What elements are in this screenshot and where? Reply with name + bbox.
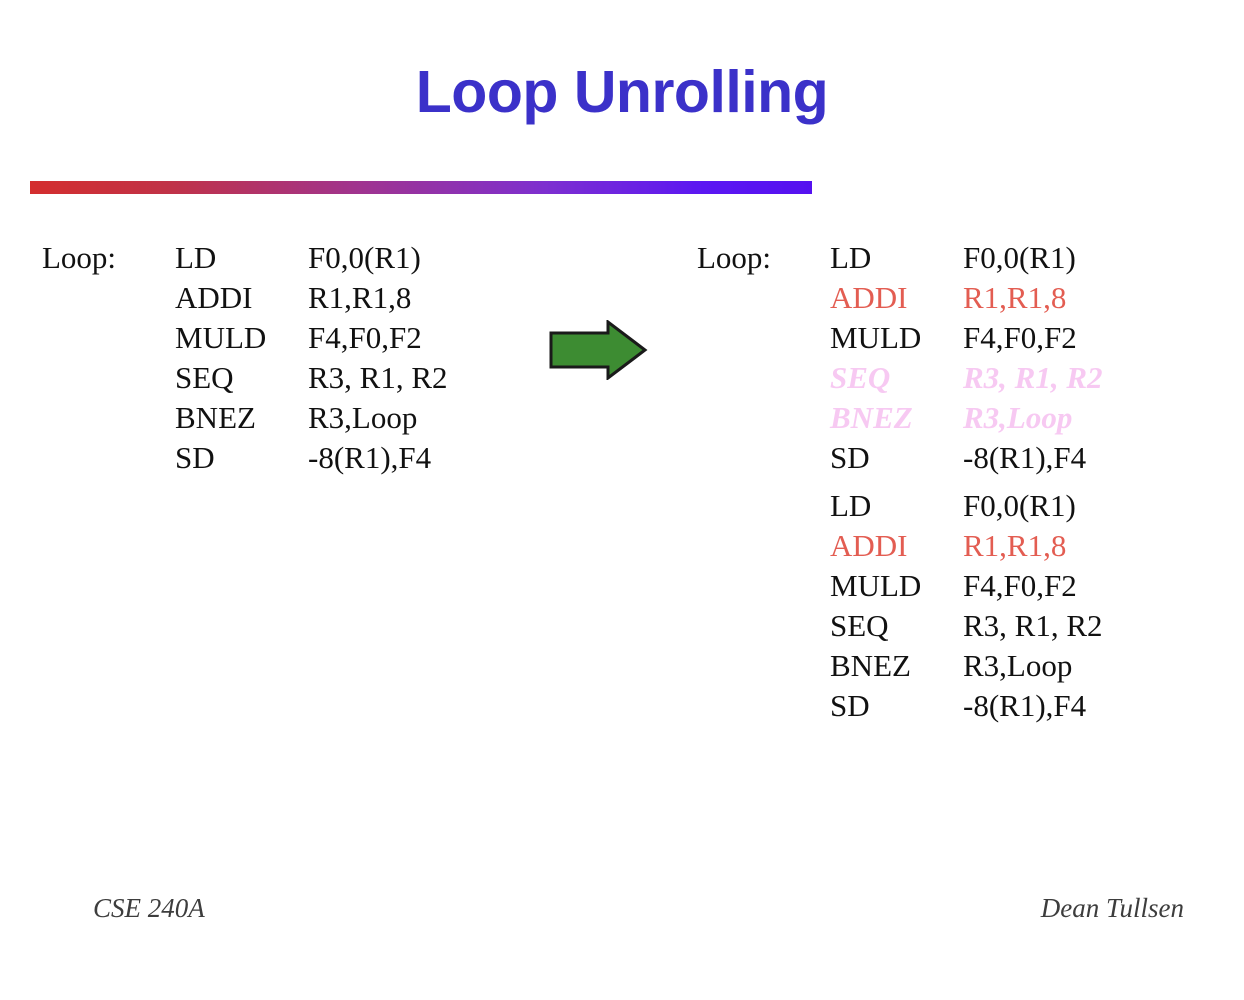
code-line: Loop: LD F0,0(R1): [42, 238, 448, 278]
code-line-operands: R1,R1,8: [308, 280, 412, 315]
code-line-operands: -8(R1),F4: [963, 440, 1087, 475]
code-line: ADDI R1,R1,8: [697, 526, 1103, 566]
code-line-opcode: SD: [175, 440, 215, 475]
code-line-operands: F4,F0,F2: [963, 568, 1077, 603]
code-line-opcode: BNEZ: [830, 400, 913, 435]
code-line-opcode: MULD: [175, 320, 267, 355]
code-line-opcode: SD: [830, 688, 870, 723]
code-line: ADDI R1,R1,8: [697, 278, 1103, 318]
code-line-opcode: SEQ: [830, 608, 889, 643]
code-line-operands: R3, R1, R2: [963, 608, 1103, 643]
code-line-operands: R3,Loop: [963, 648, 1073, 683]
code-line-operands: R1,R1,8: [963, 280, 1067, 315]
code-line: MULD F4,F0,F2: [697, 566, 1103, 606]
code-line: SD -8(R1),F4: [697, 686, 1103, 726]
code-line-operands: F4,F0,F2: [308, 320, 422, 355]
code-line-opcode: SEQ: [175, 360, 234, 395]
code-line-operands: F4,F0,F2: [963, 320, 1077, 355]
code-line-opcode: MULD: [830, 320, 922, 355]
code-line-opcode: SEQ: [830, 360, 891, 395]
code-line-operands: F0,0(R1): [308, 240, 421, 275]
code-line-operands: R1,R1,8: [963, 528, 1067, 563]
code-line: ADDI R1,R1,8: [42, 278, 448, 318]
code-line: SEQ R3, R1, R2: [697, 606, 1103, 646]
code-line-opcode: MULD: [830, 568, 922, 603]
footer-course-label: CSE 240A: [93, 893, 205, 923]
code-line-operands: R3, R1, R2: [963, 360, 1103, 395]
code-line: BNEZ R3,Loop: [42, 398, 448, 438]
code-line-opcode: BNEZ: [175, 400, 256, 435]
code-line: BNEZ R3,Loop: [697, 398, 1103, 438]
footer-author-label: Dean Tullsen: [1040, 893, 1184, 923]
code-line: SEQ R3, R1, R2: [697, 358, 1103, 398]
code-line: SD -8(R1),F4: [697, 438, 1103, 478]
code-line-operands: -8(R1),F4: [963, 688, 1087, 723]
code-line: SD -8(R1),F4: [42, 438, 448, 478]
title-divider-rule: [30, 181, 812, 194]
code-line-operands: F0,0(R1): [963, 488, 1076, 523]
code-line-operands: R3, R1, R2: [308, 360, 448, 395]
code-line-opcode: LD: [175, 240, 217, 275]
code-line: LD F0,0(R1): [697, 486, 1103, 526]
code-line-operands: F0,0(R1): [963, 240, 1076, 275]
code-line-label: Loop:: [697, 240, 772, 275]
code-line-opcode: BNEZ: [830, 648, 911, 683]
code-line: MULD F4,F0,F2: [697, 318, 1103, 358]
code-line-operands: -8(R1),F4: [308, 440, 432, 475]
code-line-opcode: LD: [830, 488, 872, 523]
code-line-opcode: ADDI: [830, 528, 908, 563]
code-line: Loop: LD F0,0(R1): [697, 238, 1103, 278]
code-line: SEQ R3, R1, R2: [42, 358, 448, 398]
code-line-operands: R3,Loop: [963, 400, 1073, 435]
code-line-operands: R3,Loop: [308, 400, 418, 435]
code-line-opcode: LD: [830, 240, 872, 275]
code-line: MULD F4,F0,F2: [42, 318, 448, 358]
code-line-opcode: SD: [830, 440, 870, 475]
green-right-arrow-icon: [548, 320, 648, 380]
page-title: Loop Unrolling: [415, 59, 829, 125]
code-line: BNEZ R3,Loop: [697, 646, 1103, 686]
code-line-opcode: ADDI: [175, 280, 253, 315]
code-line-opcode: ADDI: [830, 280, 908, 315]
code-line-label: Loop:: [42, 240, 117, 275]
